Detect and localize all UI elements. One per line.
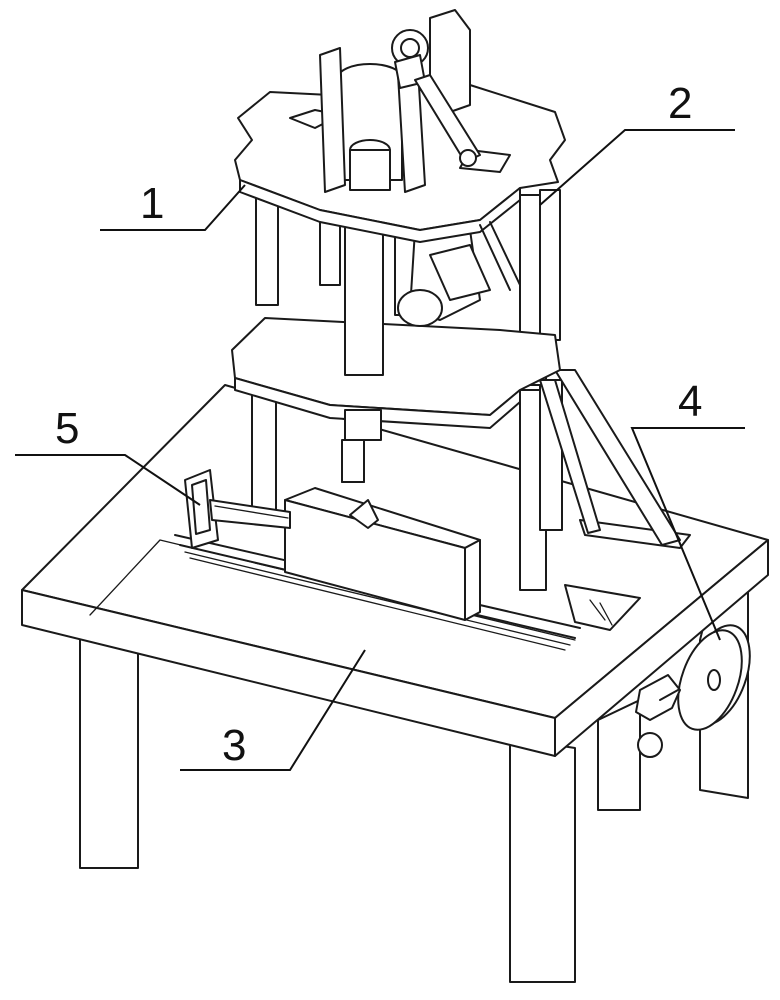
- leader-4: [630, 427, 745, 641]
- handwheel-4: [635, 624, 751, 758]
- front-left-leg: [79, 627, 139, 869]
- inclined-strut: [539, 369, 681, 546]
- callout-5: 5: [55, 404, 79, 453]
- leader-2: [539, 129, 735, 206]
- callout-3: 3: [222, 721, 246, 770]
- callout-1: 1: [140, 179, 164, 228]
- push-fixture-5: [184, 469, 291, 549]
- columns: [251, 184, 563, 591]
- callout-4: 4: [678, 377, 702, 426]
- leader-lines: [15, 129, 745, 771]
- leader-1: [100, 184, 246, 231]
- front-right-leg: [509, 737, 576, 983]
- crank-knob: [635, 674, 681, 721]
- callout-2: 2: [668, 79, 692, 128]
- workpiece-box: [284, 487, 481, 621]
- callout-labels: 1 2 3 4 5: [55, 79, 702, 770]
- leader-3: [180, 649, 366, 771]
- leader-5: [15, 454, 201, 506]
- table-right-edge: [554, 539, 769, 757]
- right-apron: [597, 699, 641, 811]
- drive-mechanism-2: [319, 9, 521, 301]
